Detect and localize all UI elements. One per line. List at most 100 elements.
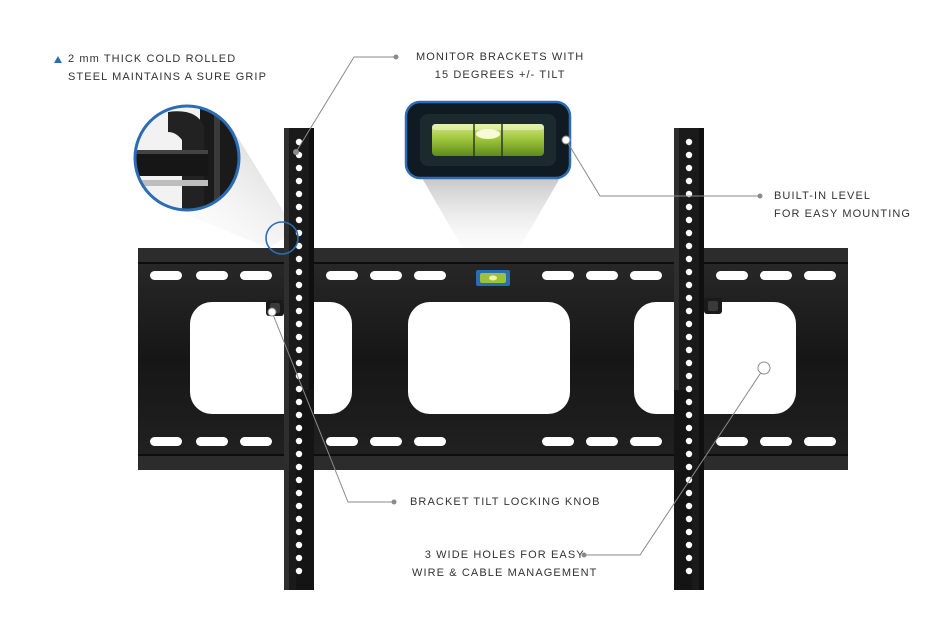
cable-hole-left [190,302,352,414]
bracket-hole [295,216,303,224]
bracket-hole [685,307,693,315]
label-level-line2: FOR EASY MOUNTING [774,208,912,220]
leader-level [565,139,760,197]
plate-slot [196,271,228,280]
label-level-line1: BUILT-IN LEVEL [774,190,872,202]
bracket-hole [685,346,693,354]
monitor-bracket-right [674,128,704,590]
bracket-hole [295,463,303,471]
bracket-hole [295,502,303,510]
bracket-hole [295,398,303,406]
plate-slot [804,437,836,446]
plate-slot [370,437,402,446]
leader-tilt [295,56,396,153]
bracket-hole [295,567,303,575]
bracket-hole [295,307,303,315]
bracket-hole [295,190,303,198]
plate-slot [630,271,662,280]
bracket-hole [295,294,303,302]
label-steel: 2 mm THICK COLD ROLLED STEEL MAINTAINS A… [68,50,267,86]
bracket-hole [295,255,303,263]
bracket-holes-right [685,138,693,575]
bracket-hole [685,463,693,471]
label-steel-line1: 2 mm THICK COLD ROLLED [68,53,237,65]
plate-slot [804,271,836,280]
bracket-hole [295,450,303,458]
bracket-hole [685,424,693,432]
leader-holes [584,367,765,556]
bracket-hole [295,359,303,367]
label-tilt-line2: 15 DEGREES +/- TILT [434,69,566,81]
plate-slot [716,437,748,446]
bracket-hole [295,541,303,549]
cable-hole-center [408,302,570,414]
bracket-hole [295,437,303,445]
bracket-hole [685,541,693,549]
label-knob: BRACKET TILT LOCKING KNOB [410,493,601,511]
label-tilt: MONITOR BRACKETS WITH 15 DEGREES +/- TIL… [416,48,584,84]
bracket-hole [295,177,303,185]
bracket-hole [685,372,693,380]
label-level: BUILT-IN LEVEL FOR EASY MOUNTING [774,187,911,223]
plate-slot [586,437,618,446]
label-steel-line2: STEEL MAINTAINS A SURE GRIP [68,71,268,83]
bracket-hole [295,203,303,211]
bracket-hole [685,515,693,523]
bracket-hole [685,216,693,224]
label-holes-line1: 3 WIDE HOLES FOR EASY [424,549,585,561]
triangle-up-icon [54,56,62,63]
plate-slot [150,437,182,446]
bracket-hole [685,411,693,419]
bracket-hole [685,255,693,263]
plate-slot [196,437,228,446]
plate-slot [240,271,272,280]
bracket-hole [295,268,303,276]
bracket-hole [685,554,693,562]
bracket-hole [685,281,693,289]
bracket-hole [685,203,693,211]
bracket-hole [685,502,693,510]
label-knob-line1: BRACKET TILT LOCKING KNOB [410,496,601,508]
monitor-bracket-left [284,128,314,590]
plate-slot [150,271,182,280]
slot-row-top [150,271,836,280]
bracket-hole [295,281,303,289]
bracket-hole [685,437,693,445]
bracket-hole [685,359,693,367]
slot-row-bottom [150,437,836,446]
bracket-hole [295,385,303,393]
bracket-hole [685,177,693,185]
plate-slot [414,271,446,280]
bracket-hole [685,450,693,458]
bracket-hole [685,567,693,575]
bracket-hole [295,528,303,536]
plate-slot [760,437,792,446]
bracket-hole [295,320,303,328]
label-holes: 3 WIDE HOLES FOR EASY WIRE & CABLE MANAG… [412,546,597,582]
bracket-hole [685,294,693,302]
label-tilt-line1: MONITOR BRACKETS WITH [416,51,585,63]
bracket-hole [685,151,693,159]
bracket-hole [685,229,693,237]
plate-slot [370,271,402,280]
tilt-locking-knob-right [704,298,722,314]
plate-slot [414,437,446,446]
bracket-hole [295,424,303,432]
bracket-hole [295,164,303,172]
bracket-hole [685,320,693,328]
bracket-hole [685,242,693,250]
bracket-hole [295,476,303,484]
bracket-hole [685,333,693,341]
bracket-hole [295,411,303,419]
bracket-hole [685,489,693,497]
bracket-hole [685,398,693,406]
bracket-hole [295,346,303,354]
bracket-hole [295,333,303,341]
cable-hole-right [634,302,796,414]
bracket-hole [295,554,303,562]
bracket-hole [685,385,693,393]
plate-slot [716,271,748,280]
plate-slot [630,437,662,446]
plate-slot [542,271,574,280]
